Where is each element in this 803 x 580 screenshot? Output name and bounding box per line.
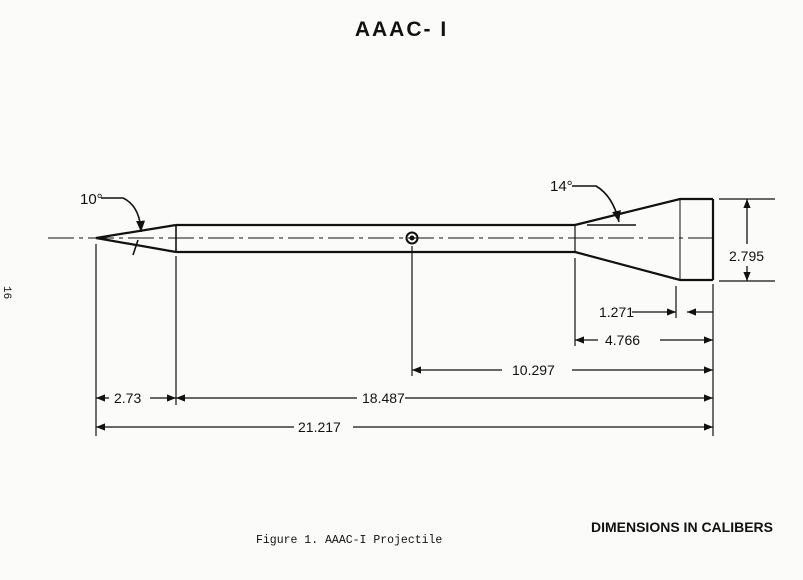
dimension-total-length: 21.217 <box>96 419 713 435</box>
flare-cylinder-length-value: 1.271 <box>599 304 634 320</box>
nose-angle-annotation: 10° <box>80 191 146 256</box>
flare-bottom <box>574 250 713 282</box>
flare-diameter-value: 2.795 <box>729 248 764 264</box>
dimension-flare-length: 4.766 <box>575 332 713 348</box>
units-note: DIMENSIONS IN CALIBERS <box>590 519 773 535</box>
total-length-value: 21.217 <box>298 419 341 435</box>
cg-from-base-value: 10.297 <box>512 362 555 378</box>
flare-length-value: 4.766 <box>605 332 640 348</box>
dimension-body-length: 18.487 <box>176 390 713 406</box>
flare-angle-label: 14° <box>550 178 573 195</box>
figure-caption: Figure 1. AAAC-I Projectile <box>256 534 443 547</box>
cg-marker <box>405 231 419 245</box>
nose-angle-label: 10° <box>80 191 103 208</box>
nose-length-value: 2.73 <box>114 390 141 406</box>
dimension-flare-diameter: 2.795 <box>729 199 764 281</box>
dimension-flare-cylinder-length: 1.271 <box>599 304 713 320</box>
flare-top <box>574 197 713 227</box>
projectile-outline <box>95 197 715 282</box>
drawing-title: AAAC- I <box>354 18 449 41</box>
extension-lines <box>95 198 775 436</box>
body-length-value: 18.487 <box>362 390 405 406</box>
dimension-cg-from-base: 10.297 <box>412 362 713 378</box>
dimension-nose-length: 2.73 <box>96 390 176 406</box>
flare-angle-annotation: 14° <box>550 178 636 226</box>
